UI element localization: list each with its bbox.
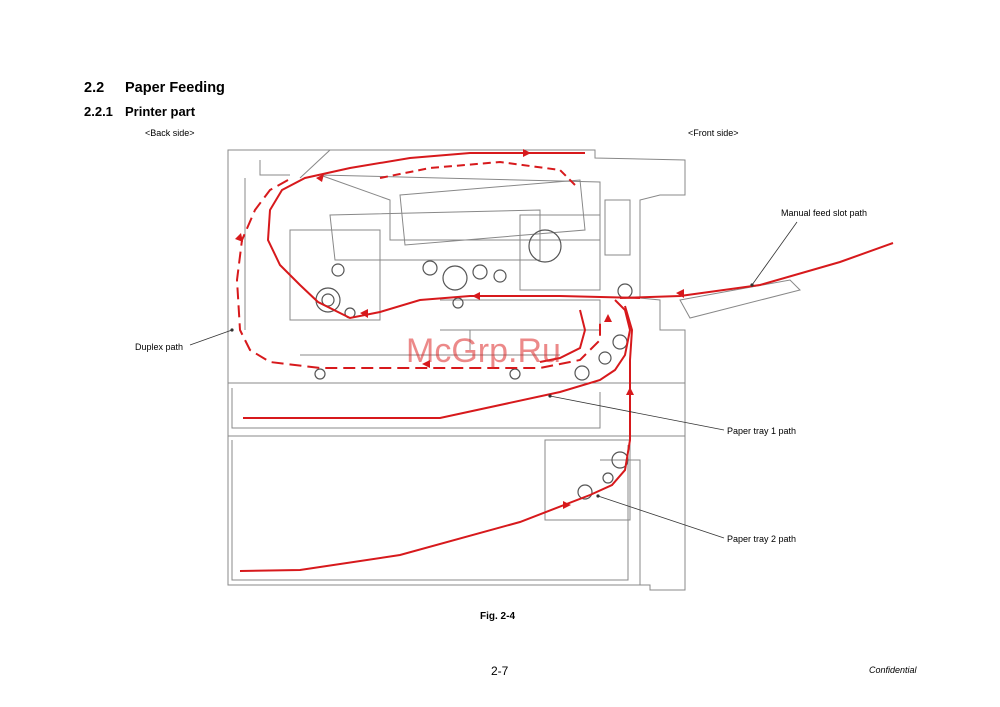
- duplex-callout: Duplex path: [135, 342, 184, 352]
- tray2-callout: Paper tray 2 path: [727, 534, 797, 544]
- section-title: Paper Feeding: [125, 80, 225, 96]
- manual-feed-path: [619, 242, 894, 299]
- subsection-title: Printer part: [125, 104, 196, 119]
- paper-paths: [235, 152, 894, 572]
- watermark: McGrp.Ru: [406, 332, 561, 370]
- manual-feed-callout: Manual feed slot path: [781, 208, 868, 218]
- section-number: 2.2: [84, 80, 105, 96]
- tray1-path: [243, 299, 632, 419]
- printer-outline: [227, 149, 801, 591]
- front-side-label: <Front side>: [688, 128, 739, 138]
- duplex-path: [235, 179, 601, 369]
- callout-dots: [230, 283, 754, 498]
- rollers: [314, 229, 633, 500]
- callout-leaders: [189, 221, 798, 539]
- figure-caption: Fig. 2-4: [480, 611, 516, 622]
- main-path: [266, 152, 641, 320]
- subsection-heading: 2.2.1 Printer part: [84, 104, 195, 119]
- page-number: 2-7: [491, 664, 509, 678]
- duplex-top-dashed: [379, 160, 576, 186]
- confidential-label: Confidential: [869, 665, 917, 675]
- back-side-label: <Back side>: [145, 128, 195, 138]
- tray1-callout: Paper tray 1 path: [727, 426, 797, 436]
- inner-path: [539, 309, 587, 363]
- path-arrows: [235, 149, 684, 509]
- section-heading: 2.2 Paper Feeding: [84, 80, 225, 96]
- subsection-number: 2.2.1: [84, 104, 113, 119]
- tray2-path: [239, 305, 634, 572]
